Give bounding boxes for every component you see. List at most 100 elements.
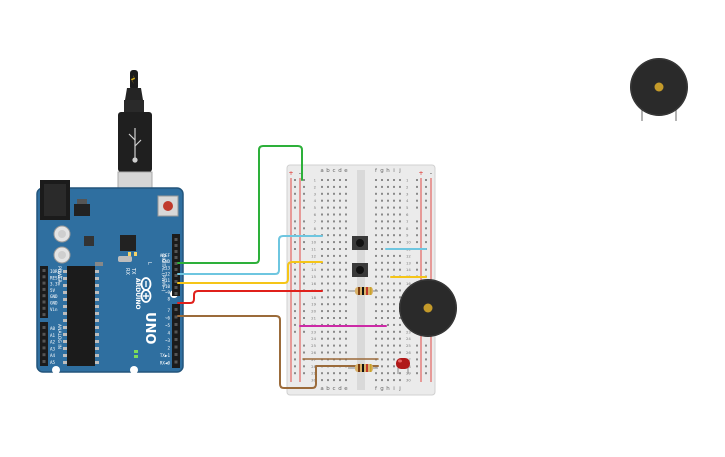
breadboard-hole[interactable] <box>345 282 347 285</box>
breadboard-hole[interactable] <box>333 317 335 319</box>
rail-hole[interactable] <box>303 185 305 188</box>
breadboard-hole[interactable] <box>321 379 323 382</box>
breadboard-hole[interactable] <box>345 179 347 181</box>
breadboard-hole[interactable] <box>381 310 383 313</box>
breadboard-hole[interactable] <box>333 268 335 271</box>
breadboard-hole[interactable] <box>333 206 335 209</box>
breadboard-hole[interactable] <box>387 199 389 202</box>
breadboard-hole[interactable] <box>393 303 395 306</box>
rail-hole[interactable] <box>425 372 427 375</box>
rail-hole[interactable] <box>303 268 305 271</box>
breadboard-hole[interactable] <box>381 241 383 244</box>
breadboard-hole[interactable] <box>345 268 347 271</box>
breadboard-hole[interactable] <box>381 248 383 250</box>
breadboard-hole[interactable] <box>399 282 401 285</box>
breadboard-hole[interactable] <box>345 248 347 250</box>
rail-hole[interactable] <box>303 310 305 313</box>
header-hole[interactable] <box>174 256 178 259</box>
breadboard-hole[interactable] <box>321 185 323 188</box>
breadboard-hole[interactable] <box>381 344 383 347</box>
breadboard-hole[interactable] <box>345 351 347 354</box>
header-hole[interactable] <box>174 268 178 271</box>
rail-hole[interactable] <box>416 179 418 181</box>
header-hole[interactable] <box>174 250 178 253</box>
wire-green[interactable] <box>177 145 303 264</box>
breadboard-hole[interactable] <box>339 179 341 181</box>
breadboard-hole[interactable] <box>345 192 347 195</box>
header-hole[interactable] <box>174 360 178 364</box>
breadboard-hole[interactable] <box>333 213 335 216</box>
breadboard-hole[interactable] <box>321 282 323 285</box>
breadboard-hole[interactable] <box>339 185 341 188</box>
breadboard-hole[interactable] <box>387 179 389 181</box>
header-hole[interactable] <box>174 323 178 326</box>
piezo-buzzer[interactable] <box>630 58 688 121</box>
rail-hole[interactable] <box>303 241 305 244</box>
breadboard-hole[interactable] <box>333 254 335 257</box>
breadboard-hole[interactable] <box>399 379 401 382</box>
breadboard-hole[interactable] <box>333 330 335 333</box>
breadboard-hole[interactable] <box>375 317 377 319</box>
breadboard-hole[interactable] <box>321 227 323 230</box>
breadboard-hole[interactable] <box>399 268 401 271</box>
breadboard-hole[interactable] <box>345 241 347 244</box>
breadboard-hole[interactable] <box>333 351 335 354</box>
rail-hole[interactable] <box>303 365 305 368</box>
rail-hole[interactable] <box>416 220 418 223</box>
breadboard-hole[interactable] <box>399 289 401 292</box>
breadboard-hole[interactable] <box>381 220 383 223</box>
breadboard-hole[interactable] <box>399 351 401 354</box>
breadboard-hole[interactable] <box>321 296 323 299</box>
rail-hole[interactable] <box>294 365 296 368</box>
breadboard-hole[interactable] <box>327 379 329 382</box>
breadboard-hole[interactable] <box>381 213 383 216</box>
breadboard-hole[interactable] <box>327 330 329 333</box>
breadboard-hole[interactable] <box>333 296 335 299</box>
header-hole[interactable] <box>174 353 178 356</box>
breadboard-hole[interactable] <box>375 248 377 250</box>
rail-hole[interactable] <box>294 220 296 223</box>
header-hole[interactable] <box>42 353 46 357</box>
breadboard-hole[interactable] <box>393 199 395 202</box>
breadboard-hole[interactable] <box>393 358 395 361</box>
breadboard-hole[interactable] <box>393 227 395 230</box>
breadboard-hole[interactable] <box>399 234 401 237</box>
rail-hole[interactable] <box>416 344 418 347</box>
breadboard-hole[interactable] <box>345 317 347 319</box>
breadboard-hole[interactable] <box>327 275 329 278</box>
breadboard-hole[interactable] <box>339 241 341 244</box>
rail-hole[interactable] <box>416 365 418 368</box>
rail-hole[interactable] <box>425 268 427 271</box>
rail-hole[interactable] <box>303 317 305 319</box>
breadboard-hole[interactable] <box>345 199 347 202</box>
breadboard-hole[interactable] <box>399 296 401 299</box>
breadboard-hole[interactable] <box>321 220 323 223</box>
breadboard-hole[interactable] <box>381 185 383 188</box>
rail-hole[interactable] <box>294 206 296 209</box>
breadboard-hole[interactable] <box>339 303 341 306</box>
breadboard-hole[interactable] <box>393 206 395 209</box>
breadboard-hole[interactable] <box>333 199 335 202</box>
breadboard-hole[interactable] <box>327 337 329 340</box>
breadboard-hole[interactable] <box>375 330 377 333</box>
breadboard-hole[interactable] <box>387 344 389 347</box>
rail-hole[interactable] <box>303 248 305 250</box>
breadboard-hole[interactable] <box>399 330 401 333</box>
header-hole[interactable] <box>42 287 46 291</box>
breadboard-hole[interactable] <box>399 185 401 188</box>
rail-hole[interactable] <box>303 282 305 285</box>
rail-hole[interactable] <box>425 351 427 354</box>
breadboard-hole[interactable] <box>393 179 395 181</box>
rail-hole[interactable] <box>294 351 296 354</box>
breadboard-hole[interactable] <box>339 289 341 292</box>
breadboard-hole[interactable] <box>393 268 395 271</box>
breadboard-hole[interactable] <box>387 351 389 354</box>
header-hole[interactable] <box>174 345 178 349</box>
breadboard-hole[interactable] <box>333 248 335 250</box>
breadboard-hole[interactable] <box>375 227 377 230</box>
breadboard-hole[interactable] <box>375 268 377 271</box>
rail-hole[interactable] <box>416 241 418 244</box>
breadboard-hole[interactable] <box>375 372 377 375</box>
breadboard-hole[interactable] <box>339 344 341 347</box>
